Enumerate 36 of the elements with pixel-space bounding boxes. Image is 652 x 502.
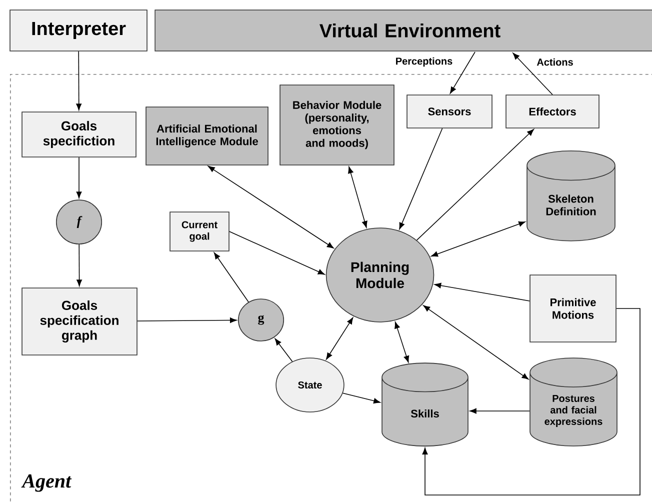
process-box: Effectors (506, 94, 600, 128)
arrow (76, 51, 82, 110)
process-box: Current goal (170, 212, 230, 252)
process-box: Goals specification graph (22, 288, 138, 356)
arrow (326, 317, 354, 360)
arrow (229, 231, 325, 275)
arrow (416, 129, 534, 241)
arrow (422, 308, 640, 496)
arrow (470, 408, 530, 414)
edge-label: Perceptions (394, 56, 454, 68)
arrow (348, 166, 368, 228)
database-cylinder: Skeleton Definition (526, 150, 616, 242)
process-box: Goals specifiction (22, 112, 136, 158)
arrow (394, 322, 410, 363)
database-cylinder: Postures and facial expressions (530, 358, 618, 446)
title-box: Interpreter (10, 10, 148, 52)
arrow (137, 318, 237, 323)
arrow (450, 52, 476, 94)
arrow (431, 221, 526, 257)
process-box: Primitive Motions (530, 274, 616, 342)
database-cylinder: Skills (382, 362, 468, 446)
arrow (512, 52, 553, 95)
module-box: Artificial Emotional Intelligence Module (146, 106, 268, 166)
arrow (76, 244, 82, 286)
arrow (274, 338, 293, 362)
process-box: Sensors (406, 94, 492, 128)
arrow (434, 282, 530, 302)
module-box: Behavior Module (personality, emotions and moods) (280, 84, 394, 166)
arrow (423, 305, 529, 380)
title-box: Virtual Environment (154, 10, 652, 52)
arrow (76, 157, 82, 198)
arrow (342, 392, 380, 404)
edge-label: Actions (536, 57, 574, 67)
arrow (208, 166, 334, 248)
arrow (214, 252, 249, 302)
arrow (399, 128, 443, 230)
